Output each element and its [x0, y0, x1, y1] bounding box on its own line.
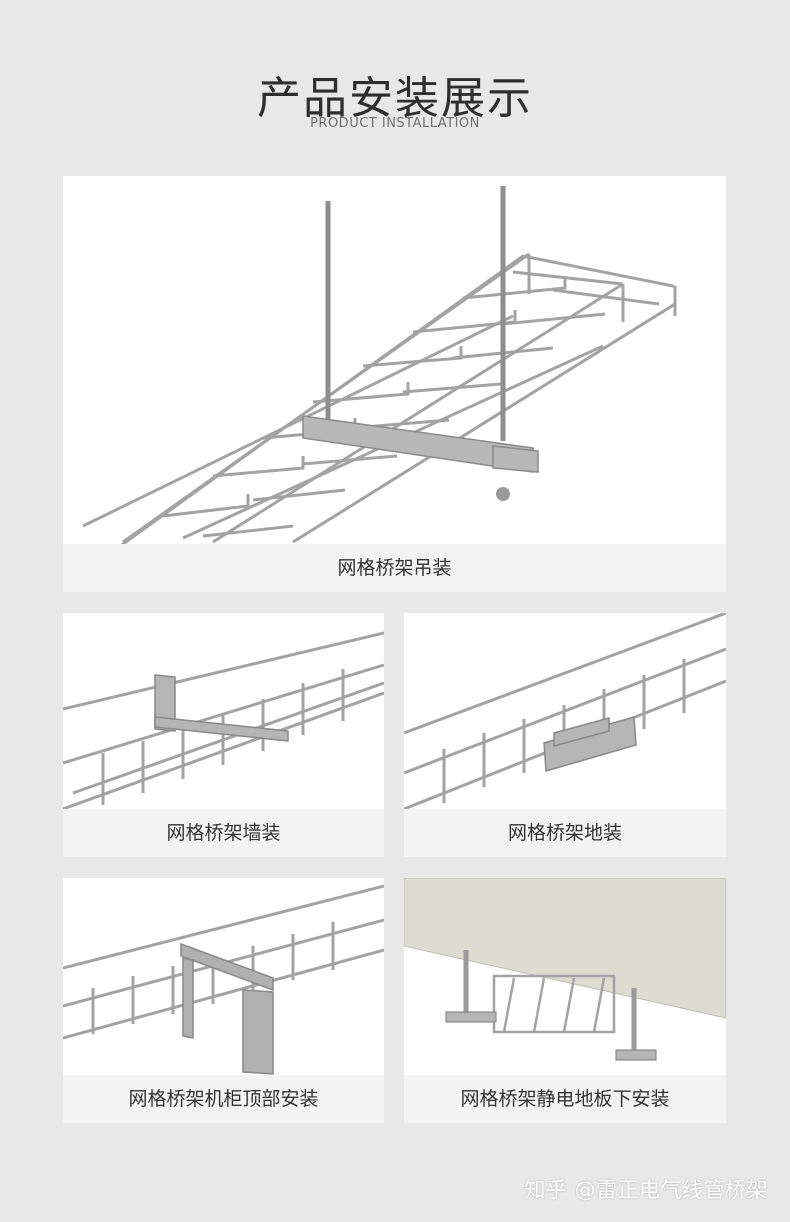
page-title: 产品安装展示	[257, 73, 533, 124]
card-cabinet-top-installation: 网格桥架机柜顶部安装	[63, 878, 384, 1123]
card-raised-floor-installation: 网格桥架静电地板下安装	[404, 878, 726, 1123]
hanging-tray-illustration	[82, 186, 677, 544]
card-caption: 网格桥架静电地板下安装	[404, 1075, 726, 1123]
watermark: 知乎 @雷正电气线管桥架	[524, 1178, 768, 1202]
floor-mount-illustration	[404, 613, 726, 809]
card-caption: 网格桥架墙装	[63, 809, 384, 857]
page-subtitle: PRODUCT INSTALLATION	[310, 116, 480, 131]
card-caption: 网格桥架吊装	[63, 544, 726, 592]
card-caption: 网格桥架机柜顶部安装	[63, 1075, 384, 1123]
card-hanging-installation: 网格桥架吊装	[63, 176, 726, 592]
cabinet-top-illustration	[63, 884, 384, 1075]
card-caption: 网格桥架地装	[404, 809, 726, 857]
card-wall-installation: 网格桥架墙装	[63, 613, 384, 857]
card-floor-installation: 网格桥架地装	[404, 613, 726, 857]
wall-bracket-illustration	[63, 631, 384, 809]
raised-floor-illustration	[404, 878, 726, 1061]
